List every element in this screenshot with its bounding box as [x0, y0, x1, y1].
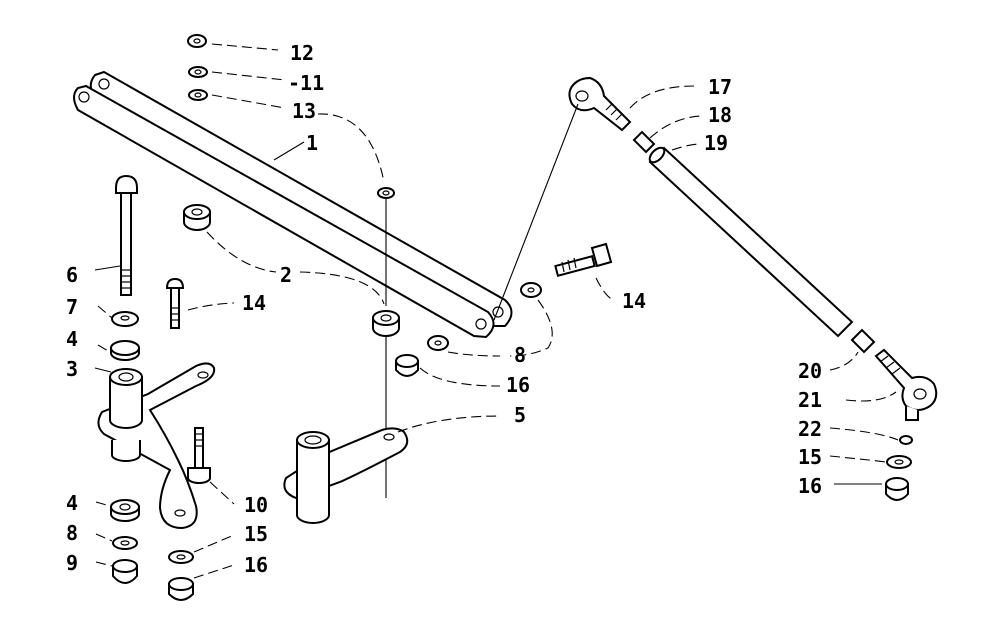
washer-4-upper — [110, 340, 140, 361]
tie-rod-end-21 — [874, 348, 938, 421]
washer-15-left — [168, 550, 194, 564]
callout-14-right: 14 — [622, 289, 646, 313]
callout-12: 12 — [290, 41, 314, 65]
callout-7: 7 — [66, 295, 78, 319]
washer-12 — [187, 34, 207, 48]
callout-8b: 8 — [66, 521, 78, 545]
callout-21: 21 — [798, 388, 822, 412]
washer-7 — [111, 311, 139, 327]
jam-nut-18 — [632, 130, 656, 154]
callout-15-right: 15 — [798, 445, 822, 469]
callout-3: 3 — [66, 357, 78, 381]
nut-16-left — [168, 577, 194, 601]
nut-16-center — [395, 354, 419, 377]
callout-2: 2 — [280, 263, 292, 287]
nut-4-lower — [110, 499, 140, 522]
callout-4a: 4 — [66, 327, 78, 351]
callout-numbers: 12 -11 13 1 2 6 7 4 3 14 10 4 8 9 15 16 … — [66, 41, 822, 577]
callout-5: 5 — [514, 403, 526, 427]
washer-arm-end — [520, 282, 542, 298]
callout-9: 9 — [66, 551, 78, 575]
callout-16-right: 16 — [798, 474, 822, 498]
nut-16-right — [885, 477, 909, 501]
nut-9 — [112, 559, 138, 584]
steering-arm-5 — [283, 427, 409, 524]
callout-18: 18 — [708, 103, 732, 127]
pitman-arm-front — [73, 84, 495, 339]
bolt-6 — [115, 174, 138, 296]
tie-rod-end-17 — [568, 76, 632, 132]
callout-10: 10 — [244, 493, 268, 517]
stud-14-left — [165, 277, 185, 329]
bushing-2-upper — [183, 204, 211, 231]
callout-17: 17 — [708, 75, 732, 99]
washer-15-right — [886, 455, 912, 469]
callout-19: 19 — [704, 131, 728, 155]
callout-20: 20 — [798, 359, 822, 383]
callout-6: 6 — [66, 263, 78, 287]
bolt-10 — [187, 427, 211, 484]
callout-16-left: 16 — [244, 553, 268, 577]
callout-4b: 4 — [66, 491, 78, 515]
assembly-line-arm — [493, 103, 579, 321]
washer-8-center — [427, 335, 449, 351]
washer-22 — [899, 435, 913, 445]
tie-rod-19 — [648, 146, 854, 338]
callout-11: -11 — [288, 71, 324, 95]
idler-arm-3 — [97, 362, 216, 530]
callout-8a: 8 — [514, 343, 526, 367]
callout-14-left: 14 — [242, 291, 266, 315]
bushing-2-lower — [372, 310, 400, 337]
bushing-13 — [377, 187, 395, 199]
jam-nut-20 — [850, 328, 876, 354]
washer-11 — [188, 66, 208, 78]
callout-16-center: 16 — [506, 373, 530, 397]
clip-13 — [188, 89, 208, 101]
bolt-14-right — [554, 242, 613, 277]
leader-lines — [94, 43, 899, 579]
washer-8-lower — [112, 536, 138, 550]
callout-22: 22 — [798, 417, 822, 441]
callout-1: 1 — [306, 131, 318, 155]
callout-13: 13 — [292, 99, 316, 123]
callout-15-left: 15 — [244, 522, 268, 546]
